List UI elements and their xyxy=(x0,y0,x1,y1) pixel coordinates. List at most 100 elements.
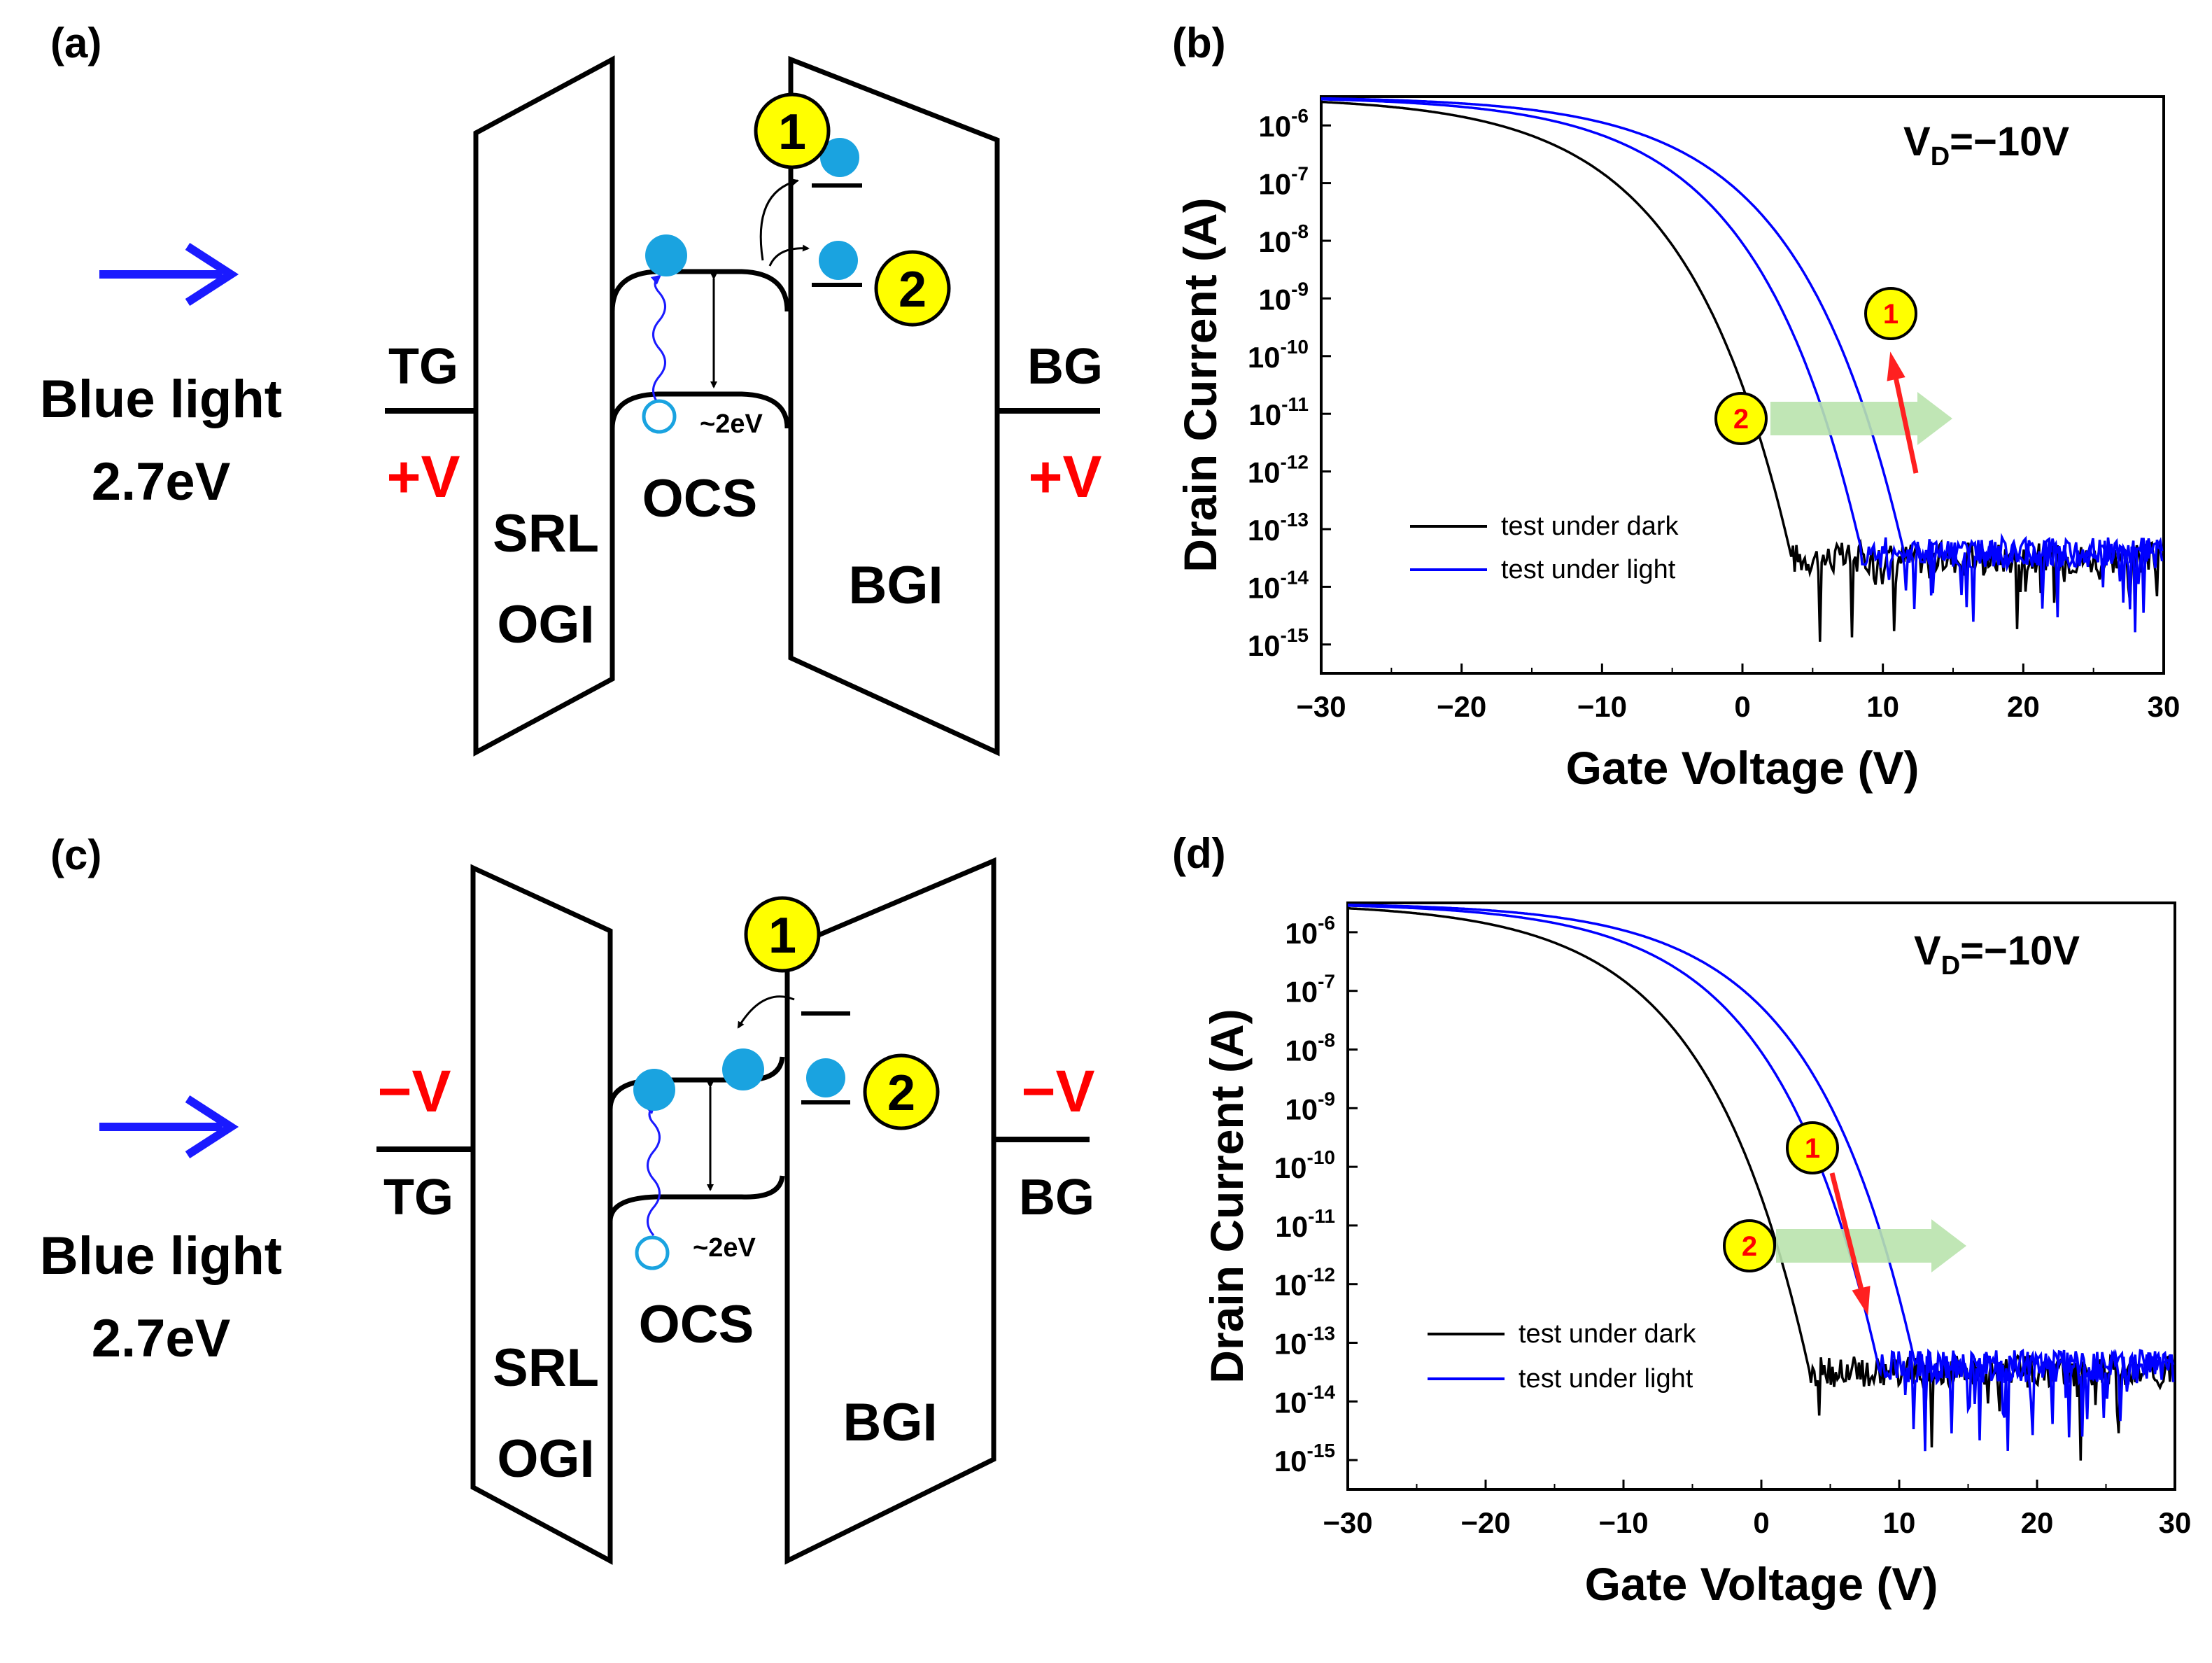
series-line-test-under-dark xyxy=(1321,100,2164,642)
photo-excitation-icon xyxy=(644,1104,661,1236)
bgi-layer xyxy=(788,55,1000,757)
x-tick-label: 0 xyxy=(1753,1506,1769,1539)
x-tick-label: −20 xyxy=(1460,1506,1510,1539)
y-tick-label: 10-10 xyxy=(1274,1146,1335,1184)
detrap-arrow xyxy=(737,995,795,1029)
trapped-electron-icon xyxy=(806,1058,845,1097)
bottom-gate-label: BG xyxy=(1019,1170,1094,1226)
y-tick-label: 10-12 xyxy=(1274,1264,1335,1302)
ogi-label: OGI xyxy=(497,595,594,654)
panel-c: (c) Blue light 2.7eV −V TG SRL OGI ~2eV … xyxy=(40,832,1095,1565)
mechanism-marker-2: 2 xyxy=(874,250,951,327)
photo-excitation-icon xyxy=(650,274,666,405)
series-line-test-under-dark xyxy=(1348,906,2175,1461)
light-label: Blue light xyxy=(40,370,282,429)
ogi-label: OGI xyxy=(497,1429,594,1489)
y-tick-label: 10-13 xyxy=(1274,1323,1335,1361)
mechanism-marker-1: 1 xyxy=(744,896,821,973)
bottom-gate-label: BG xyxy=(1027,339,1103,395)
shift-arrow-icon xyxy=(1776,1219,1966,1272)
y-tick-label: 10-6 xyxy=(1285,912,1335,950)
y-tick-label: 10-8 xyxy=(1258,220,1309,258)
light-energy-label: 2.7eV xyxy=(92,452,231,512)
chart-marker-2 xyxy=(1714,392,1768,445)
panel-b-tag: (b) xyxy=(1172,20,1226,66)
trapped-electron-icon xyxy=(819,241,858,280)
series-line-test-under-light xyxy=(1348,903,2175,1452)
x-axis-label: Gate Voltage (V) xyxy=(1585,1558,1938,1610)
top-gate-voltage: −V xyxy=(377,1058,451,1124)
y-tick-label: 10-11 xyxy=(1248,393,1309,431)
y-tick-label: 10-6 xyxy=(1258,105,1309,143)
y-axis-label: Drain Current (A) xyxy=(1201,1009,1253,1383)
conduction-band xyxy=(607,1056,785,1110)
chart-marker-label: 1 xyxy=(1883,299,1898,330)
y-tick-label: 10-7 xyxy=(1285,971,1335,1009)
chart-marker-1 xyxy=(1786,1121,1839,1174)
y-tick-label: 10-10 xyxy=(1248,336,1309,374)
legend-entry-dark: test under dark xyxy=(1501,512,1679,541)
hole-icon xyxy=(635,1235,670,1270)
y-tick-label: 10-7 xyxy=(1258,163,1309,201)
hole-icon xyxy=(642,399,677,434)
bottom-gate-voltage: −V xyxy=(1021,1058,1094,1124)
x-tick-label: 30 xyxy=(2159,1506,2192,1539)
x-tick-label: 10 xyxy=(1883,1506,1916,1539)
srl-ogi-layer xyxy=(470,864,613,1565)
top-gate-label: TG xyxy=(388,339,458,395)
band-gap-label: ~2eV xyxy=(700,409,763,439)
x-tick-label: 20 xyxy=(2007,690,2040,723)
chart-marker-label: 2 xyxy=(1733,404,1749,435)
x-tick-label: 10 xyxy=(1866,690,1899,723)
x-tick-label: −20 xyxy=(1437,690,1486,723)
y-tick-label: 10-11 xyxy=(1275,1205,1335,1243)
y-tick-label: 10-14 xyxy=(1274,1381,1336,1419)
y-tick-label: 10-15 xyxy=(1274,1440,1335,1478)
legend-entry-dark: test under dark xyxy=(1519,1319,1696,1349)
chart-marker-label: 2 xyxy=(1742,1231,1757,1262)
bottom-gate-voltage: +V xyxy=(1028,444,1101,510)
conduction-band xyxy=(610,269,790,312)
y-tick-label: 10-8 xyxy=(1285,1030,1335,1067)
panel-c-tag: (c) xyxy=(50,832,101,878)
top-gate-voltage: +V xyxy=(386,444,460,510)
mechanism-marker-2: 2 xyxy=(863,1053,940,1130)
light-label: Blue light xyxy=(40,1226,282,1286)
series-line-test-under-light xyxy=(1321,97,2164,622)
red-arrow-icon xyxy=(1829,1172,1868,1304)
svg-text:1: 1 xyxy=(768,908,796,964)
drain-voltage-annotation: VD=−10V xyxy=(1914,928,2080,981)
light-energy-label: 2.7eV xyxy=(92,1309,231,1368)
trapped-electron-icon xyxy=(820,138,859,177)
x-tick-label: 0 xyxy=(1734,690,1750,723)
valence-band xyxy=(610,391,790,429)
svg-text:2: 2 xyxy=(899,262,927,318)
y-tick-label: 10-9 xyxy=(1285,1088,1335,1125)
mechanism-marker-1: 1 xyxy=(754,92,831,169)
panel-d-tag: (d) xyxy=(1172,830,1226,877)
x-tick-label: −10 xyxy=(1598,1506,1648,1539)
electron-icon xyxy=(633,1069,675,1111)
srl-ogi-layer xyxy=(473,55,615,757)
bgi-layer xyxy=(784,857,996,1565)
x-tick-label: −30 xyxy=(1296,690,1346,723)
svg-text:2: 2 xyxy=(887,1065,915,1121)
srl-label: SRL xyxy=(493,504,599,563)
valence-band xyxy=(607,1175,785,1222)
bgi-label: BGI xyxy=(848,556,943,615)
electron-icon xyxy=(722,1048,764,1090)
y-tick-label: 10-9 xyxy=(1258,278,1309,316)
x-tick-label: 30 xyxy=(2148,690,2181,723)
blue-light-arrow-icon xyxy=(99,242,239,307)
tunnel-arrow-1 xyxy=(759,178,799,261)
chart-marker-2 xyxy=(1723,1219,1776,1272)
ocs-label: OCS xyxy=(639,1295,754,1354)
y-axis-label: Drain Current (A) xyxy=(1174,197,1226,572)
panel-a-tag: (a) xyxy=(50,20,101,66)
y-tick-label: 10-13 xyxy=(1248,509,1309,547)
x-axis-label: Gate Voltage (V) xyxy=(1566,742,1919,794)
